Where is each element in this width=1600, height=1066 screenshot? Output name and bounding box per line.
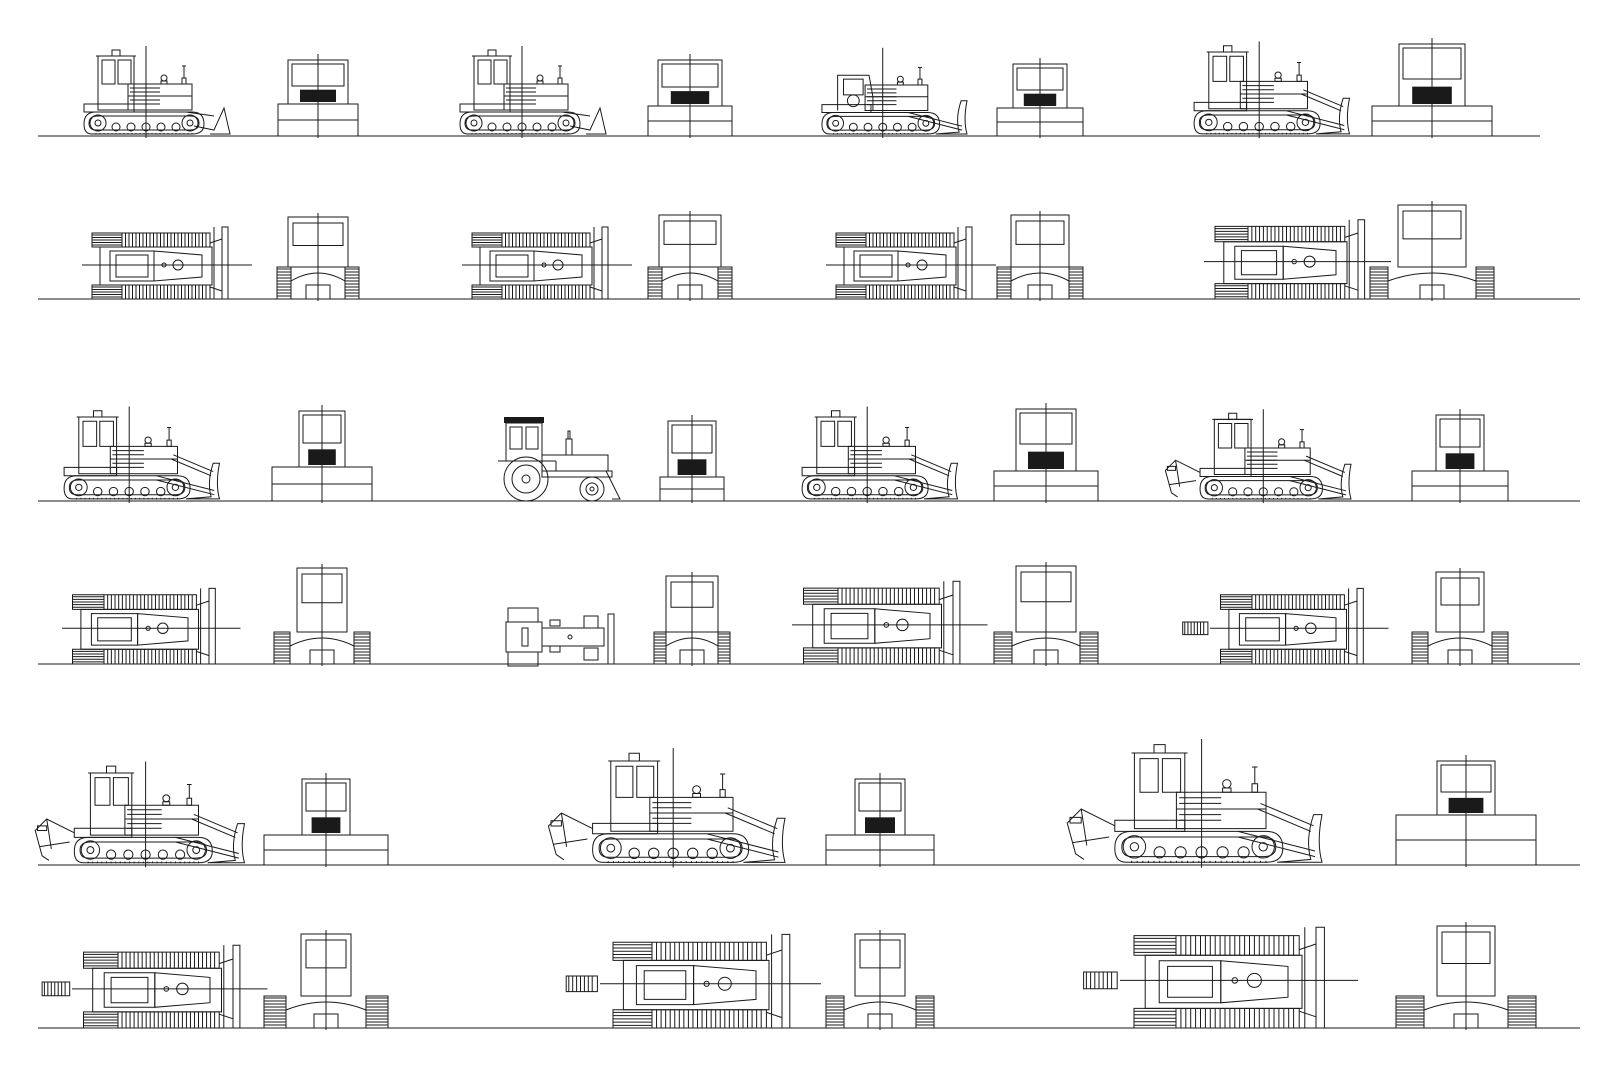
row-2-rear-8 xyxy=(1370,201,1494,301)
row-1-front-2 xyxy=(278,54,358,138)
row-1-dozer-5 xyxy=(822,48,967,138)
row-5-dozer-5 xyxy=(1067,739,1322,868)
row-6-dozer-top-5 xyxy=(1084,927,1358,1028)
row-1-front-4 xyxy=(648,54,732,138)
row-3-dozer-1 xyxy=(64,407,219,504)
row-4-rear-2 xyxy=(274,564,370,666)
row-4-rear-8 xyxy=(1412,568,1508,666)
machine-drawings xyxy=(35,38,1536,1030)
row-4-rear-6 xyxy=(994,562,1098,666)
row-2-dozer-top-3 xyxy=(462,227,632,299)
row-1-dozer-7 xyxy=(1194,42,1349,139)
row-4-dozer-top-7 xyxy=(1183,588,1389,664)
row-5-front-4 xyxy=(826,773,934,867)
row-6-rear-6 xyxy=(1396,922,1536,1030)
row-5-dozer-3 xyxy=(548,748,785,868)
row-4-dozer-top-5 xyxy=(792,581,988,664)
ground-lines xyxy=(38,136,1580,1028)
row-3-front-8 xyxy=(1412,409,1508,503)
row-3-tractor-3 xyxy=(498,417,620,501)
row-3-front-6 xyxy=(994,403,1098,503)
row-4-rear-4 xyxy=(654,572,730,666)
row-5-front-6 xyxy=(1396,755,1536,867)
row-1-dozer-3 xyxy=(460,46,606,138)
row-3-dozer-5 xyxy=(802,407,957,504)
row-3-front-4 xyxy=(660,415,724,503)
row-5-dozer-1 xyxy=(35,762,244,868)
row-1-front-6 xyxy=(997,58,1083,138)
row-4-tractor-top-3 xyxy=(506,608,614,666)
row-6-rear-4 xyxy=(826,930,934,1030)
row-5-front-2 xyxy=(264,773,388,867)
row-3-dozer-7 xyxy=(1165,409,1351,503)
row-2-rear-6 xyxy=(997,211,1083,301)
row-6-dozer-top-1 xyxy=(42,945,267,1028)
row-6-dozer-top-3 xyxy=(566,934,821,1028)
row-1-dozer-1 xyxy=(84,46,230,138)
row-1-front-8 xyxy=(1372,38,1492,138)
row-2-rear-4 xyxy=(648,211,732,301)
row-2-dozer-top-5 xyxy=(826,227,996,299)
row-3-front-2 xyxy=(272,405,372,503)
row-4-dozer-top-1 xyxy=(62,588,240,664)
row-2-dozer-top-7 xyxy=(1204,220,1391,299)
row-2-rear-2 xyxy=(277,213,359,301)
row-2-dozer-top-1 xyxy=(82,227,252,299)
row-6-rear-2 xyxy=(264,930,388,1030)
